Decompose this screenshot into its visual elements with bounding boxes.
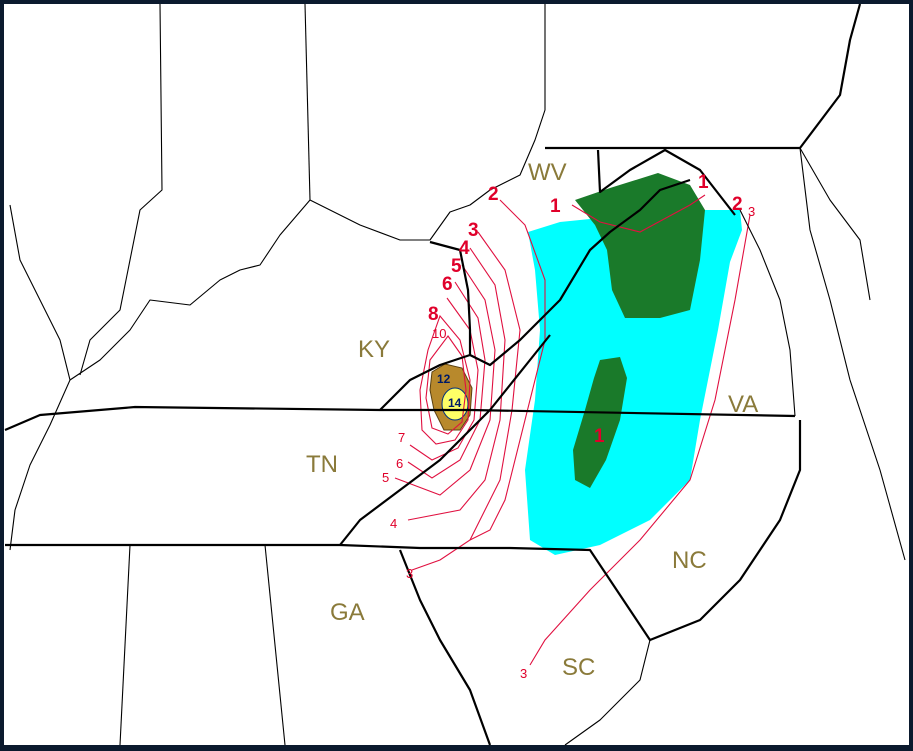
- contour-labels: 1 1 2 2 3 4 5 6 8 1 10 7 6 5 4 3 3 3 12 …: [382, 172, 755, 681]
- border-ky-north: [69, 199, 311, 381]
- isoline-2: [469, 199, 546, 541]
- contour-label-big: 2: [732, 194, 743, 215]
- contour-label-big: 1: [698, 172, 709, 193]
- isoline-10: [425, 335, 467, 435]
- contour-label-big: 6: [442, 274, 453, 295]
- contour-label-small: 10: [432, 326, 446, 341]
- isoline-3: [411, 231, 521, 571]
- border-ohio-indiana: [304, 3, 311, 201]
- border-delaware: [799, 147, 871, 301]
- contour-label-inner: 12: [437, 372, 451, 386]
- border-ky-tn: [4, 405, 796, 432]
- border-md-coast: [799, 147, 906, 561]
- contour-label-inner: 14: [448, 396, 462, 410]
- state-label-va: VA: [728, 391, 758, 418]
- border-wv-va: [429, 178, 691, 367]
- state-label-ky: KY: [358, 336, 390, 363]
- border-ga-sc: [398, 549, 492, 746]
- state-labels: KY WV VA TN NC GA SC: [306, 159, 758, 681]
- border-ky-va: [379, 353, 471, 411]
- zone-green-north: [575, 173, 705, 318]
- border-ga-west: [119, 544, 131, 746]
- zone-yellow: [441, 387, 469, 421]
- contour-label-big: 4: [459, 238, 470, 259]
- contour-label-big: 1: [550, 196, 561, 217]
- state-label-sc: SC: [562, 654, 595, 681]
- isoline-8: [419, 314, 471, 445]
- contour-label-small: 6: [396, 456, 403, 471]
- contour-label-small: 3: [406, 566, 413, 581]
- contour-label-big: 3: [468, 220, 479, 241]
- border-nc-sc: [564, 639, 651, 746]
- border-wv-md: [596, 148, 736, 216]
- state-label-wv: WV: [528, 159, 567, 186]
- contour-label-big: 8: [428, 304, 439, 325]
- contour-label-small: 7: [398, 430, 405, 445]
- border-tn-nc: [339, 334, 551, 546]
- isoline-3-east: [529, 214, 751, 666]
- border-pa-south: [545, 3, 862, 150]
- contour-label-big: 2: [488, 184, 499, 205]
- state-label-tn: TN: [306, 451, 338, 478]
- border-ohio-river: [309, 4, 546, 241]
- border-chesapeake: [739, 209, 796, 417]
- isoline-1: [571, 194, 706, 233]
- state-borders: [4, 3, 906, 746]
- contour-label-small: 3: [748, 204, 755, 219]
- border-indiana: [79, 3, 163, 376]
- state-label-nc: NC: [672, 547, 707, 574]
- contour-label-big: 5: [451, 256, 462, 277]
- contour-label-small: 3: [520, 666, 527, 681]
- contour-label-big: 1: [594, 426, 605, 447]
- isoline-5: [394, 264, 496, 496]
- border-al-ga: [264, 544, 286, 746]
- state-label-ga: GA: [330, 599, 365, 626]
- contour-label-small: 5: [382, 470, 389, 485]
- contour-label-small: 4: [390, 516, 397, 531]
- isoline-4: [407, 247, 506, 521]
- zone-green-south: [573, 357, 627, 488]
